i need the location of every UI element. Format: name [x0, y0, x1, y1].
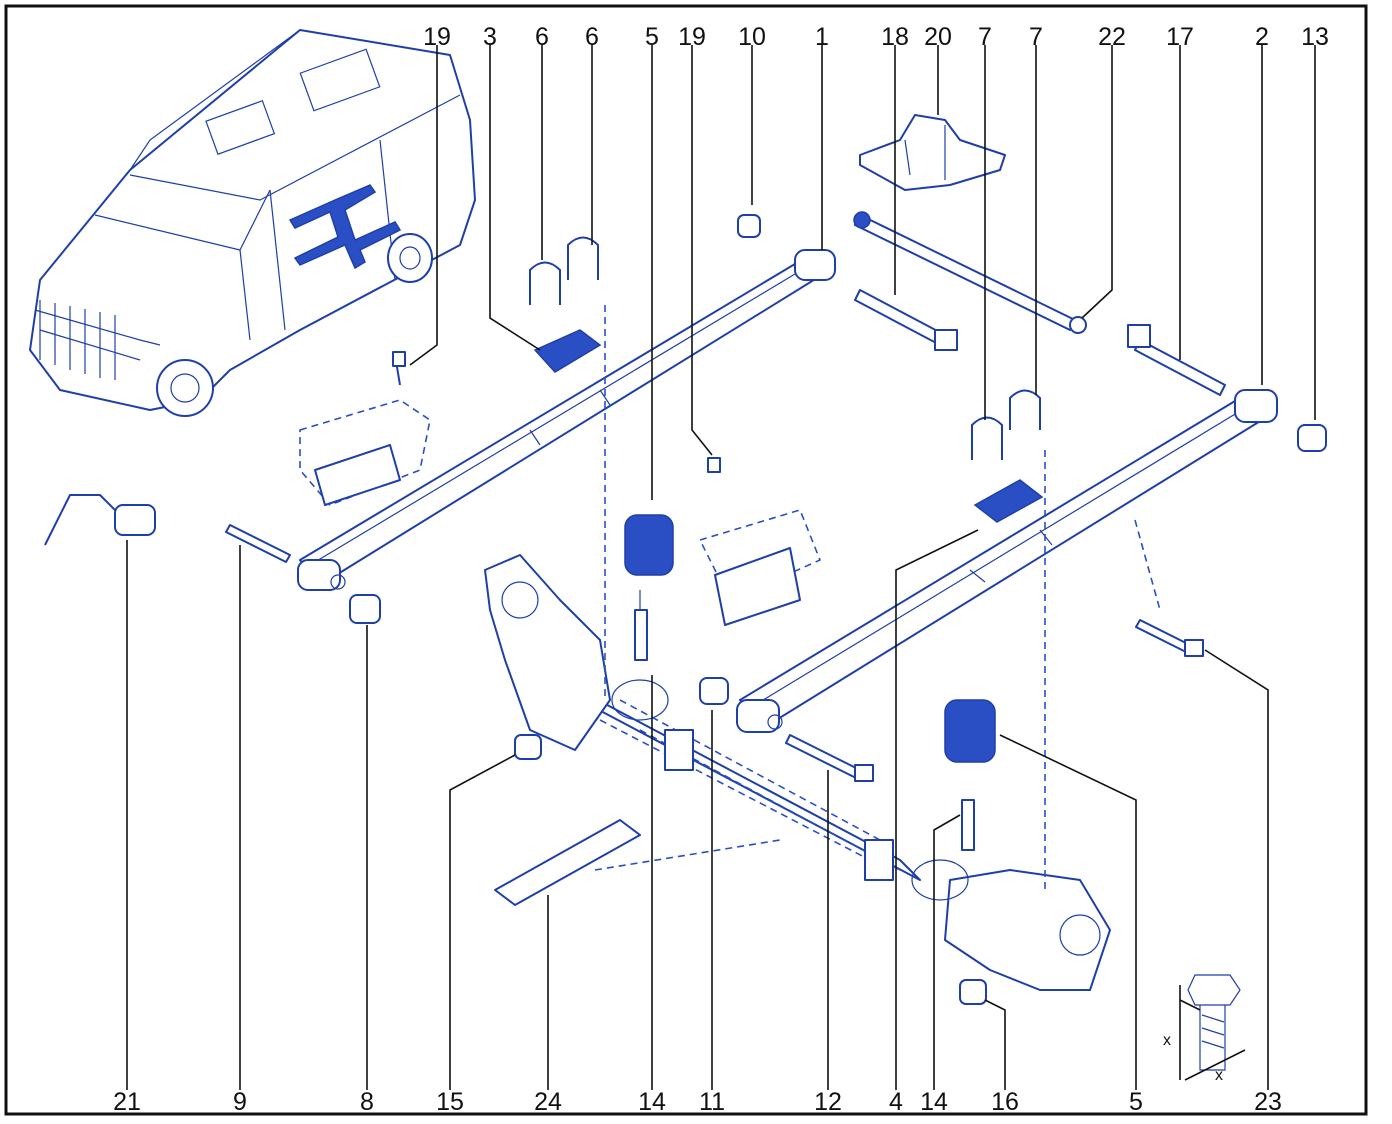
- bump-stop-right: [944, 699, 996, 851]
- panhard-rod: [853, 211, 1087, 334]
- callout-top-13: 22: [1098, 23, 1126, 51]
- bracket-20: [859, 114, 1006, 191]
- callout-top-16: 13: [1301, 23, 1329, 51]
- bolt-dimension-detail: x x: [1163, 974, 1246, 1084]
- spring-plate-right: [973, 479, 1044, 523]
- callout-bottom-4: 15: [436, 1088, 464, 1116]
- callout-bottom-3: 8: [360, 1088, 374, 1116]
- van-illustration: [29, 29, 476, 417]
- callout-bottom-13: 23: [1254, 1088, 1282, 1116]
- guide-lines: [604, 305, 1161, 890]
- callout-top-12: 7: [1029, 23, 1043, 51]
- dimension-x-horizontal: x: [1215, 1067, 1223, 1084]
- bump-stop-left: [624, 514, 674, 661]
- callout-top-9: 18: [881, 23, 909, 51]
- callout-bottom-7: 11: [699, 1088, 725, 1116]
- nuts-bushings: [349, 214, 1327, 1005]
- callout-top-11: 7: [978, 23, 992, 51]
- callouts-bottom: 21 9 8 15 24 14 11 12 4 14 16 5 23: [113, 1088, 1282, 1116]
- callout-bottom-9: 4: [889, 1088, 903, 1116]
- protector-24: [494, 819, 781, 906]
- callout-top-1: 19: [423, 23, 451, 51]
- dimension-x-vertical: x: [1163, 1032, 1171, 1049]
- callout-bottom-2: 9: [233, 1088, 247, 1116]
- callout-top-14: 17: [1166, 23, 1194, 51]
- callout-bottom-5: 24: [534, 1088, 562, 1116]
- sensor-21: [44, 494, 156, 546]
- u-bolts-left: [529, 236, 599, 305]
- callout-bottom-6: 14: [638, 1088, 666, 1116]
- callout-top-8: 1: [815, 23, 829, 51]
- callout-top-15: 2: [1255, 23, 1269, 51]
- callout-top-6: 19: [678, 23, 706, 51]
- callout-top-7: 10: [738, 23, 766, 51]
- u-bolts-right: [971, 389, 1041, 460]
- jounce-brackets: [299, 399, 822, 626]
- leaf-spring-right: [736, 389, 1278, 733]
- diagram-frame: [4, 4, 1368, 1116]
- callout-top-10: 20: [924, 23, 952, 51]
- spring-plate-left: [533, 329, 602, 373]
- callout-bottom-11: 16: [991, 1088, 1019, 1116]
- callout-bottom-10: 14: [920, 1088, 948, 1116]
- callout-bottom-8: 12: [814, 1088, 842, 1116]
- callout-bottom-12: 5: [1129, 1088, 1143, 1116]
- callout-top-2: 3: [483, 23, 497, 51]
- leader-lines: [126, 45, 1316, 1090]
- bolts: [225, 289, 1226, 782]
- callout-top-4: 6: [585, 23, 599, 51]
- leaf-spring-left: [297, 249, 836, 591]
- callout-bottom-1: 21: [113, 1088, 141, 1116]
- rear-axle: [484, 554, 1111, 991]
- callout-top-3: 6: [535, 23, 549, 51]
- callouts-top: 19 3 6 6 5 19 10 1 18 20 7 7 22 17 2 13: [423, 23, 1329, 51]
- callout-top-5: 5: [645, 23, 659, 51]
